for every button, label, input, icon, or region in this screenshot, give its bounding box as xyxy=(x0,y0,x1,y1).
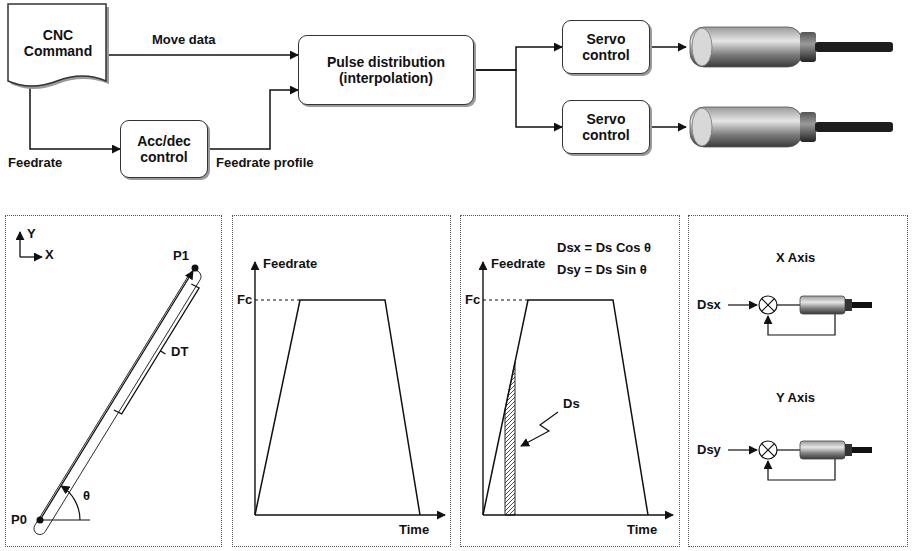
document-shape: CNC Command xyxy=(8,4,108,92)
motor-symbol xyxy=(690,27,893,67)
motor-symbol xyxy=(800,112,816,142)
figure-label: Feedrate xyxy=(263,257,317,272)
figure-label: Dsy = Ds Sin θ xyxy=(557,263,647,278)
move-vector xyxy=(40,271,193,520)
servo-motor-arrow xyxy=(650,47,686,127)
box-label: Pulse distribution (interpolation) xyxy=(305,54,467,86)
motor-symbol xyxy=(800,32,816,62)
servo-loop xyxy=(762,444,775,457)
pointer-squiggle xyxy=(521,412,558,446)
angle-arc xyxy=(40,519,90,520)
pointer-squiggle xyxy=(521,412,558,446)
figure-label: P1 xyxy=(173,249,189,264)
chart-axis xyxy=(483,262,673,515)
servo-motor-arrow xyxy=(650,126,686,128)
trapezoid-profile xyxy=(255,300,420,515)
servo-loop xyxy=(777,304,800,305)
motor-symbol xyxy=(690,107,893,147)
figure-label: Dsx xyxy=(697,298,721,313)
box-label: Servo control xyxy=(569,31,643,63)
figure-label: Fc xyxy=(237,293,252,308)
trapezoid-profile xyxy=(255,300,300,301)
figure-label: Dsx = Ds Cos θ xyxy=(557,241,651,256)
angle-arc xyxy=(61,486,80,520)
trapezoid-profile xyxy=(483,300,528,301)
flow-arrow xyxy=(106,54,298,56)
figure-panel: FeedrateFcTime xyxy=(232,215,451,547)
figure-label: Feedrate xyxy=(491,257,545,272)
figure-label: Y Axis xyxy=(776,391,815,406)
servo-loop xyxy=(768,459,835,480)
motor-symbol xyxy=(800,441,872,459)
figure-panel: YX P1P0 θ DT xyxy=(5,215,222,547)
angle-arc xyxy=(40,486,90,520)
motor-symbol xyxy=(845,444,852,456)
process-box: Servo control xyxy=(562,100,650,154)
flow-arrow xyxy=(474,70,562,127)
figure-label: Fc xyxy=(465,293,480,308)
process-box: Pulse distribution (interpolation) xyxy=(298,35,474,105)
box-label: CNC Command xyxy=(14,27,102,59)
trapezoid-profile xyxy=(483,300,648,515)
length-brace xyxy=(114,284,199,414)
figure-panel: Feedrate Dsx = Ds Cos θ Dsy = Ds Sin θ FcDs… xyxy=(460,215,680,547)
point-dot xyxy=(192,265,199,272)
flow-arrow xyxy=(474,47,562,70)
motor-symbol xyxy=(845,299,852,311)
trapezoid-profile xyxy=(483,300,648,515)
figure-label: Ds xyxy=(563,397,580,412)
figure-label: Time xyxy=(399,523,429,538)
motor-symbol xyxy=(852,447,872,453)
servo-loop xyxy=(762,299,775,312)
flow-label: Feedrate profile xyxy=(214,156,316,171)
flow-label: Move data xyxy=(150,33,218,48)
length-brace xyxy=(114,284,199,414)
document-outline xyxy=(8,4,106,86)
chart-axis xyxy=(255,514,445,515)
figure-label: θ xyxy=(83,489,90,504)
figure-label: Dsy xyxy=(697,443,721,458)
servo-motor-arrow xyxy=(650,46,686,48)
point-dot xyxy=(37,265,199,524)
motor-symbol xyxy=(800,441,845,459)
flow-arrow xyxy=(208,90,298,149)
motor-symbol xyxy=(690,107,802,147)
figure-label: Time xyxy=(627,523,657,538)
flow-label: Feedrate xyxy=(6,156,64,171)
chart-axis xyxy=(255,262,445,515)
servo-loop xyxy=(768,314,835,335)
servo-loop xyxy=(728,304,757,305)
motor-symbol xyxy=(800,296,845,314)
motor-symbol xyxy=(800,296,872,314)
motor-symbol xyxy=(815,42,893,52)
motor-symbol xyxy=(692,28,712,66)
motor-symbol xyxy=(852,302,872,308)
motor-symbol xyxy=(815,122,893,132)
servo-loop xyxy=(759,296,777,314)
motor-symbol xyxy=(690,27,802,67)
figure-label: Y xyxy=(27,227,36,242)
process-box: Acc/dec control xyxy=(120,120,208,178)
figure-label: X xyxy=(45,248,54,263)
box-label: Servo control xyxy=(569,111,643,143)
flow-arrow xyxy=(30,78,120,149)
trapezoid-profile xyxy=(255,300,420,515)
figure-label: X Axis xyxy=(776,251,815,266)
move-vector xyxy=(34,270,201,534)
servo-loop xyxy=(777,449,800,450)
axis-symbol xyxy=(19,232,20,257)
box-label: Acc/dec control xyxy=(127,133,201,165)
servo-loop xyxy=(759,441,777,459)
figure-label: P0 xyxy=(11,513,27,528)
move-vector xyxy=(34,270,201,534)
figure-label: DT xyxy=(171,345,188,360)
motor-symbol xyxy=(692,108,712,146)
figure-panel: X AxisDsx Y AxisDsy xyxy=(688,215,908,547)
servo-loop xyxy=(728,449,757,450)
process-box: Servo control xyxy=(562,20,650,74)
axis-symbol xyxy=(20,256,42,257)
